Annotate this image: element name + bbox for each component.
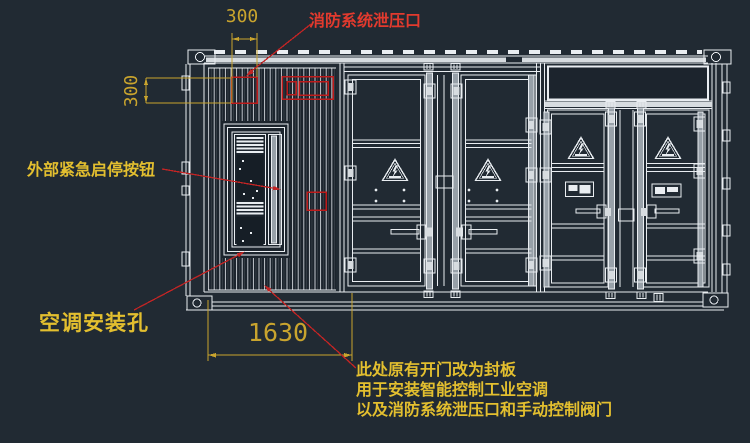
relief-vent-assembly: [281, 75, 334, 100]
top-header-band: [206, 57, 506, 62]
leader-fire-relief: [246, 23, 312, 76]
transom-panel: [547, 65, 709, 101]
note-line-2: 用于安装智能控制工业空调: [356, 380, 549, 399]
leader-note: [264, 285, 357, 369]
corner-casting-top-right: [703, 49, 732, 65]
corner-casting-bottom-right: [702, 292, 729, 308]
dimension-text-left: 300: [121, 74, 142, 108]
dimension-text-top: 300: [225, 6, 259, 27]
right-corner-post: [721, 64, 731, 293]
latch-box: [435, 175, 454, 189]
dimension-left-300: [144, 77, 231, 104]
door-left: [347, 74, 426, 287]
lock-rods: [605, 101, 647, 299]
left-corner-post: [181, 64, 191, 296]
hazard-triangle-icon: [567, 136, 595, 160]
leader-ac-hole: [133, 251, 245, 311]
note-line-3: 以及消防系统泄压口和手动控制阀门: [356, 400, 613, 419]
transom-header-band: [545, 102, 712, 107]
door-trim-bands: [352, 139, 532, 254]
section-corrugated-wall: [203, 63, 345, 292]
lock-rods: [423, 63, 463, 298]
callout-emergency-button: 外部紧急启停按钮: [27, 160, 156, 179]
bolt-dots: [374, 188, 499, 203]
note-line-1: 此处原有开门改为封板: [356, 360, 517, 379]
hazard-triangle-icon: [654, 136, 682, 160]
label-plate: [651, 183, 682, 198]
door-handle: [390, 224, 432, 240]
section-middle-doors: [344, 63, 540, 298]
dimension-bottom-1630: [207, 293, 353, 361]
bottom-rail: [186, 291, 724, 311]
door-handle: [456, 224, 498, 240]
door-handle: [641, 204, 680, 219]
dimension-top-300: [231, 33, 258, 103]
latch-box: [618, 208, 635, 222]
callout-note-block: 此处原有开门改为封板 用于安装智能控制工业空调 以及消防系统泄压口和手动控制阀门: [356, 360, 612, 420]
callout-fire-relief: 消防系统泄压口: [309, 11, 422, 30]
valve-opening: [306, 191, 327, 211]
door-trim-bands: [551, 163, 705, 261]
door-handle: [575, 204, 611, 219]
hazard-triangle-icon: [474, 158, 502, 182]
corner-casting-top-left: [187, 49, 216, 65]
dimension-text-bottom: 1630: [247, 318, 309, 347]
callout-ac-hole: 空调安装孔: [39, 311, 149, 335]
leader-emergency-button: [161, 168, 281, 191]
top-header-band: [522, 57, 706, 62]
hazard-triangle-icon: [381, 158, 409, 182]
section-right-doors: [536, 63, 717, 302]
label-plate: [565, 181, 594, 197]
sill-fitting: [653, 293, 664, 302]
